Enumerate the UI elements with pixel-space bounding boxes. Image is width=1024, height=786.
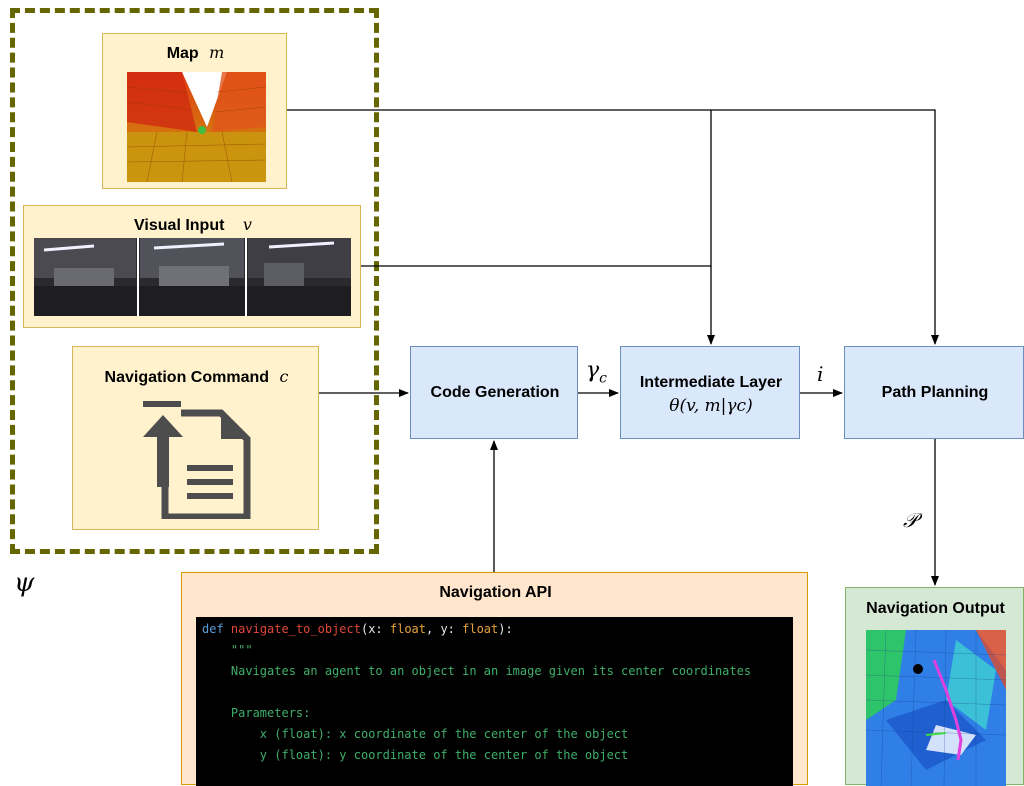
code-generation-label: Code Generation — [430, 384, 560, 401]
navigation-api-label: Navigation API — [439, 584, 552, 601]
code-line-param-y: y (float): y coordinate of the center of… — [202, 745, 793, 766]
code-docstring-description: Navigates an agent to an object in an im… — [230, 664, 752, 678]
code-line-docopen: """ — [202, 640, 793, 661]
code-sig-close: ): — [498, 622, 513, 636]
code-line-desc: Navigates an agent to an object in an im… — [202, 661, 793, 682]
document-upload-icon — [143, 401, 251, 519]
code-docstring-open: """ — [230, 643, 253, 657]
visual-input-box: Visual Input v — [23, 205, 361, 328]
p-label: 𝒫 — [903, 508, 918, 532]
navigation-command-title: Navigation Command c — [73, 367, 320, 387]
code-sig-mid: , y: — [426, 622, 463, 636]
navigation-command-label: Navigation Command — [104, 369, 270, 386]
map-to-path-planning-arrow — [287, 109, 939, 345]
visual-to-intermediate-arrow — [361, 265, 715, 345]
code-type-x: float — [389, 622, 426, 636]
map-title: Map m — [103, 43, 288, 63]
code-sig-open: (x: — [360, 622, 390, 636]
psi-label: ψ — [14, 568, 35, 598]
map-box: Map m — [102, 33, 287, 189]
path-planning-label: Path Planning — [881, 384, 989, 401]
navigation-output-box: Navigation Output — [845, 587, 1024, 786]
navigation-command-symbol: c — [279, 367, 289, 386]
gamma-subscript: c — [599, 370, 607, 387]
gamma-symbol: γ — [586, 358, 600, 383]
code-line-param-x: x (float): x coordinate of the center of… — [202, 724, 793, 745]
intermediate-layer-label: Intermediate Layer — [639, 374, 783, 391]
input-group — [10, 8, 379, 554]
code-params-header: Parameters: — [230, 706, 311, 720]
navigation-api-code: def navigate_to_object(x: float, y: floa… — [196, 617, 793, 786]
navigation-output-label: Navigation Output — [866, 600, 1005, 617]
visual-input-image — [34, 238, 351, 316]
code-generation-box: Code Generation — [410, 346, 578, 439]
code-function-name: navigate_to_object — [230, 622, 361, 636]
intermediate-layer-box: Intermediate Layer θ(v, m|γc) — [620, 346, 800, 439]
code-def-keyword: def — [202, 622, 224, 636]
code-line-def: def navigate_to_object(x: float, y: floa… — [202, 619, 793, 640]
map-label: Map — [166, 45, 199, 62]
code-type-y: float — [462, 622, 499, 636]
code-line-params: Parameters: — [202, 703, 793, 724]
visual-input-symbol: v — [242, 215, 252, 234]
map-image — [127, 72, 266, 182]
gamma-c-label: γc — [586, 358, 607, 386]
navigation-output-image — [866, 630, 1006, 786]
visual-input-label: Visual Input — [134, 217, 225, 234]
code-param-y: y (float): y coordinate of the center of… — [259, 748, 629, 762]
i-label: i — [817, 362, 824, 386]
code-param-x: x (float): x coordinate of the center of… — [259, 727, 629, 741]
visual-input-title: Visual Input v — [24, 215, 362, 235]
navigation-api-box: Navigation API def navigate_to_object(x:… — [181, 572, 808, 786]
map-symbol: m — [209, 43, 225, 62]
path-planning-box: Path Planning — [844, 346, 1024, 439]
navigation-command-box: Navigation Command c — [72, 346, 319, 530]
intermediate-layer-formula: θ(v, m|γc) — [669, 396, 753, 416]
